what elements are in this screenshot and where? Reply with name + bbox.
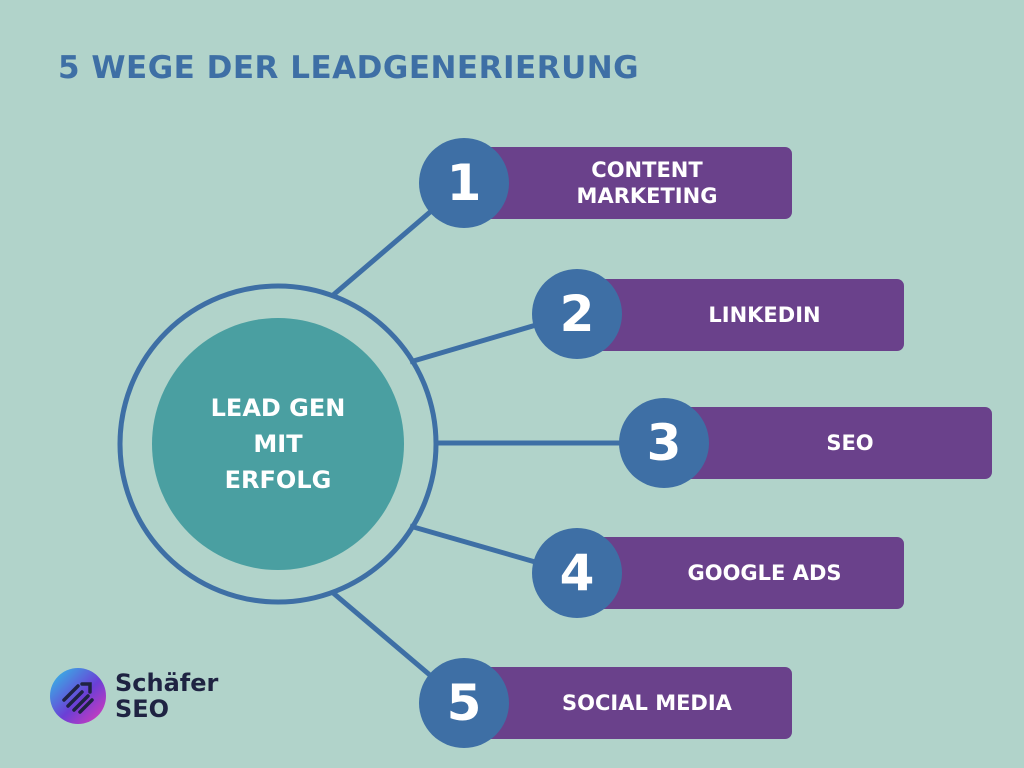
- number-label: 5: [446, 674, 482, 732]
- number-label: 2: [559, 285, 595, 343]
- pill-label: LINKEDIN: [708, 303, 821, 327]
- number-label: 3: [646, 414, 682, 472]
- center-circle: [152, 318, 404, 570]
- pill-label: GOOGLE ADS: [687, 561, 842, 585]
- logo-line-2: SEO: [115, 695, 170, 723]
- logo-icon: [50, 668, 106, 724]
- number-circle-3: 3: [619, 398, 709, 488]
- pill-linkedin: LINKEDIN: [595, 279, 904, 351]
- brand-logo: Schäfer SEO: [50, 668, 218, 724]
- number-label: 1: [446, 154, 482, 212]
- pill-seo: SEO: [683, 407, 992, 479]
- logo-line-1: Schäfer: [115, 669, 219, 697]
- pill-label: CONTENT MARKETING: [576, 158, 718, 208]
- number-label: 4: [559, 544, 595, 602]
- number-circle-4: 4: [532, 528, 622, 618]
- pill-social-media: SOCIAL MEDIA: [482, 667, 792, 739]
- pill-label: SOCIAL MEDIA: [562, 691, 732, 715]
- center-label: LEAD GEN MIT ERFOLG: [210, 394, 346, 494]
- center-ring: [117, 283, 439, 605]
- number-circle-2: 2: [532, 269, 622, 359]
- pill-label: SEO: [826, 431, 874, 455]
- pill-content-marketing: CONTENT MARKETING: [482, 147, 792, 219]
- number-circle-5: 5: [419, 658, 509, 748]
- logo-text: Schäfer SEO: [115, 670, 218, 722]
- page-title: 5 WEGE DER LEADGENERIERUNG: [58, 50, 640, 86]
- pill-google-ads: GOOGLE ADS: [595, 537, 904, 609]
- number-circle-1: 1: [419, 138, 509, 228]
